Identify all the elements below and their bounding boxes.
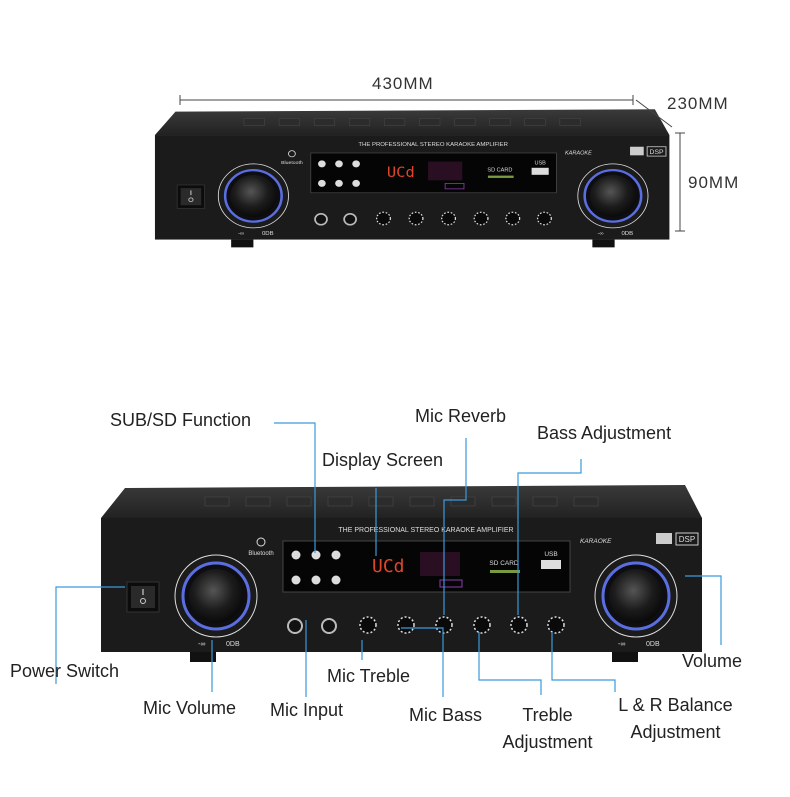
label-display-screen: Display Screen <box>322 450 444 470</box>
balance-knob[interactable] <box>547 616 565 634</box>
label-volume: Volume <box>682 651 743 671</box>
mic-volume-knob[interactable] <box>189 569 243 623</box>
label-bass-adjustment: Bass Adjustment <box>537 423 672 443</box>
usb-label: USB <box>544 551 557 558</box>
function-button[interactable] <box>311 550 321 560</box>
bass-knob[interactable] <box>510 616 528 634</box>
function-button[interactable] <box>291 575 301 585</box>
amplifier-callout-view: -∞ 0DB -∞ 0DB THE PROFESSIONAL STEREO KA… <box>101 485 702 662</box>
knob-min-label: -∞ <box>198 641 205 648</box>
usb-port[interactable] <box>541 560 561 569</box>
bluetooth-icon <box>256 537 266 547</box>
function-buttons <box>291 550 341 585</box>
hifi-badge <box>656 533 672 544</box>
mic-reverb-knob[interactable] <box>435 616 453 634</box>
power-rocker <box>131 586 155 608</box>
sd-card-label: SD CARD <box>489 560 519 567</box>
dimension-lines <box>179 95 685 232</box>
treble-knob[interactable] <box>473 616 491 634</box>
label-mic-bass: Mic Bass <box>409 705 483 725</box>
knob-max-label: 0DB <box>226 641 240 648</box>
callout-lines <box>55 422 722 697</box>
height-dimension: 90MM <box>688 173 740 192</box>
knob-max-label: 0DB <box>646 641 660 648</box>
dsp-badge <box>675 532 699 546</box>
mic-input-jack-2[interactable] <box>321 618 337 634</box>
panel-title: THE PROFESSIONAL STEREO KARAOKE AMPLIFIE… <box>338 527 513 534</box>
bluetooth-label: Bluetooth <box>248 551 273 557</box>
label-sub-sd-function: SUB/SD Function <box>110 410 252 430</box>
label-mic-volume: Mic Volume <box>143 698 237 718</box>
function-button[interactable] <box>291 550 301 560</box>
label-lr-balance-adjustment: L & R Balance Adjustment <box>618 695 733 742</box>
volume-knob[interactable] <box>609 569 663 623</box>
label-mic-input: Mic Input <box>270 700 344 720</box>
function-button[interactable] <box>331 575 341 585</box>
tone-knobs <box>359 616 565 634</box>
mic-input-jack-1[interactable] <box>287 618 303 634</box>
spectrum-bars <box>420 552 460 576</box>
function-button[interactable] <box>311 575 321 585</box>
sd-card-slot[interactable] <box>490 570 520 573</box>
amplifier-dimension-view <box>153 108 671 249</box>
karaoke-logo: KARAOKE <box>580 538 612 545</box>
mic-bass-knob[interactable] <box>397 616 415 634</box>
label-mic-treble: Mic Treble <box>327 666 411 686</box>
knob-min-label: -∞ <box>618 641 625 648</box>
volume-scale <box>594 554 678 638</box>
display-readout: UCd <box>372 556 405 577</box>
label-power-switch: Power Switch <box>10 661 120 681</box>
mic-treble-knob[interactable] <box>359 616 377 634</box>
label-mic-reverb: Mic Reverb <box>415 406 507 426</box>
mic-volume-scale <box>174 554 258 638</box>
amp-top-cover <box>101 485 702 518</box>
foot-right <box>612 652 638 662</box>
width-dimension: 430MM <box>372 74 434 93</box>
function-button[interactable] <box>331 550 341 560</box>
foot-left <box>190 652 216 662</box>
dsp-label: DSP <box>679 535 695 544</box>
vent-slots <box>204 496 599 507</box>
indicator <box>439 579 463 588</box>
depth-dimension: 230MM <box>667 94 729 113</box>
label-treble-adjustment: Treble Adjustment <box>502 705 593 752</box>
